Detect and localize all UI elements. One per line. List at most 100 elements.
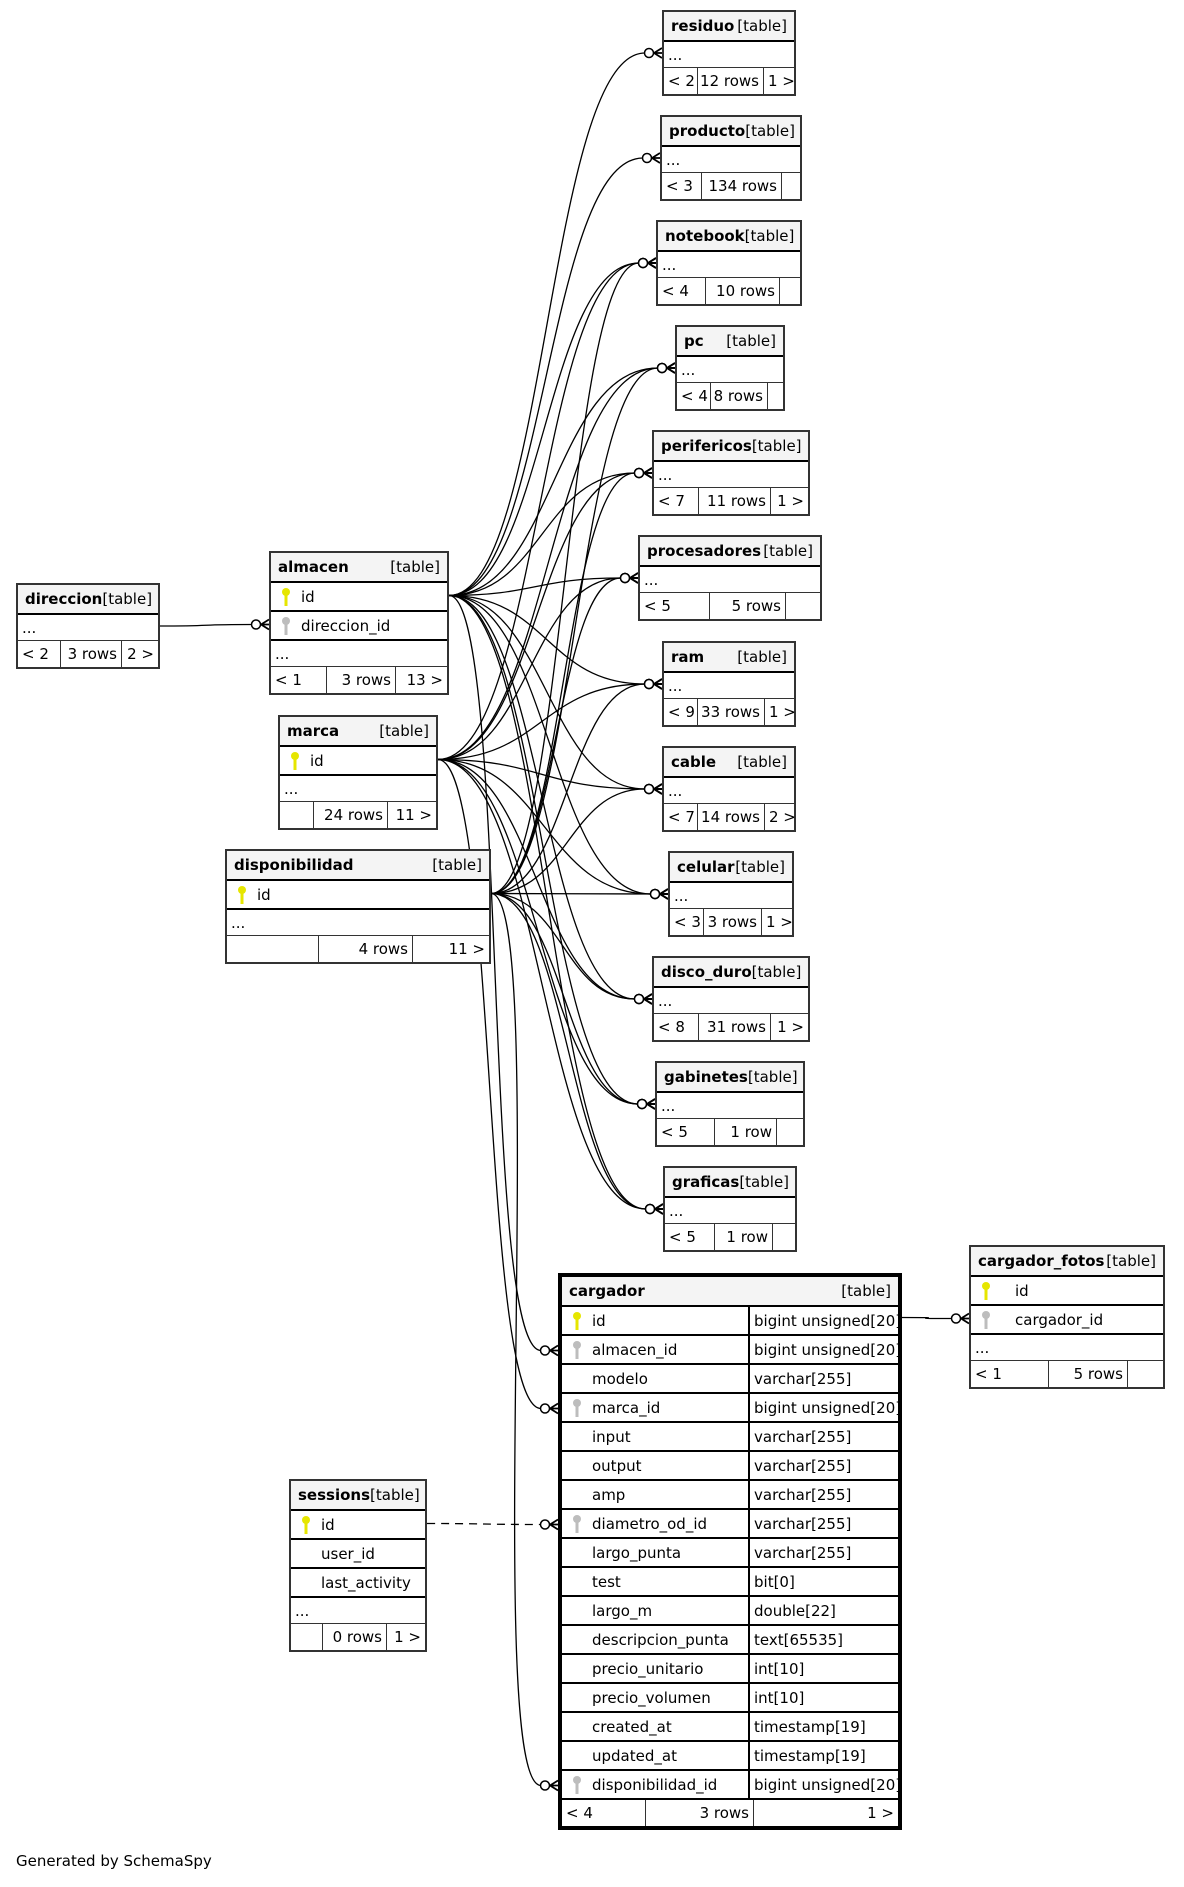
parents-count[interactable]: < 3 bbox=[670, 909, 704, 935]
table-header[interactable]: cargador[table] bbox=[562, 1277, 898, 1307]
parents-count[interactable]: < 7 bbox=[654, 488, 699, 514]
children-count[interactable] bbox=[1128, 1361, 1163, 1387]
parents-count[interactable]: < 8 bbox=[654, 1014, 699, 1040]
column-row[interactable]: last_activity bbox=[291, 1569, 425, 1598]
parents-count[interactable] bbox=[227, 936, 319, 962]
parents-count[interactable]: < 5 bbox=[665, 1224, 715, 1250]
parents-count[interactable]: < 5 bbox=[640, 593, 710, 619]
column-row[interactable]: id bbox=[971, 1277, 1163, 1306]
parents-count[interactable]: < 4 bbox=[658, 278, 706, 304]
children-count[interactable]: 11 > bbox=[395, 806, 432, 824]
children-count[interactable]: 1 > bbox=[768, 72, 795, 90]
column-row[interactable]: id bbox=[227, 881, 489, 910]
parents-count[interactable]: < 2 bbox=[664, 68, 698, 94]
table-header[interactable]: cargador_fotos[table] bbox=[971, 1247, 1163, 1277]
children-count[interactable]: 2 > bbox=[127, 645, 154, 663]
children-count[interactable]: 1 > bbox=[766, 913, 793, 931]
parents-count[interactable] bbox=[280, 802, 314, 828]
table-header[interactable]: residuo[table] bbox=[664, 12, 794, 42]
children-count[interactable] bbox=[768, 383, 783, 409]
table-header[interactable]: sessions[table] bbox=[291, 1481, 425, 1511]
table-header[interactable]: pc[table] bbox=[677, 327, 783, 357]
table-header[interactable]: celular[table] bbox=[670, 853, 792, 883]
children-count[interactable]: 1 > bbox=[769, 703, 796, 721]
table-header[interactable]: marca[table] bbox=[280, 717, 436, 747]
parents-count[interactable]: < 7 bbox=[664, 804, 698, 830]
children-count[interactable]: 1 > bbox=[777, 1018, 804, 1036]
children-count[interactable]: 1 > bbox=[777, 492, 804, 510]
table-header[interactable]: graficas[table] bbox=[665, 1168, 795, 1198]
column-row[interactable]: id bbox=[280, 747, 436, 776]
table-header[interactable]: direccion[table] bbox=[18, 585, 158, 615]
table-header[interactable]: perifericos[table] bbox=[654, 432, 808, 462]
children-count[interactable] bbox=[780, 278, 800, 304]
parents-count[interactable]: < 1 bbox=[971, 1361, 1049, 1387]
table-header[interactable]: producto[table] bbox=[662, 117, 800, 147]
children-count[interactable] bbox=[777, 1119, 803, 1145]
table-header[interactable]: gabinetes[table] bbox=[657, 1063, 803, 1093]
children-count[interactable] bbox=[773, 1224, 795, 1250]
column-row[interactable]: cargador_id bbox=[971, 1306, 1163, 1335]
parents-count[interactable]: < 9 bbox=[664, 699, 698, 725]
table-header[interactable]: almacen[table] bbox=[271, 553, 447, 583]
parents-count[interactable]: < 1 bbox=[271, 667, 327, 693]
children-count[interactable] bbox=[786, 593, 820, 619]
table-header[interactable]: ram[table] bbox=[664, 643, 794, 673]
table-header[interactable]: disponibilidad[table] bbox=[227, 851, 489, 881]
table-header[interactable]: disco_duro[table] bbox=[654, 958, 808, 988]
table-sessions[interactable]: sessions[table] id user_id last_activity… bbox=[289, 1479, 427, 1652]
table-header[interactable]: cable[table] bbox=[664, 748, 794, 778]
table-cargador-fotos[interactable]: cargador_fotos[table] id cargador_id ...… bbox=[969, 1245, 1165, 1389]
parents-count[interactable]: < 3 bbox=[662, 173, 702, 199]
children-count[interactable]: 11 > bbox=[448, 940, 485, 958]
children-count[interactable] bbox=[782, 173, 800, 199]
column-row[interactable]: user_id bbox=[291, 1540, 425, 1569]
children-count[interactable]: 2 > bbox=[769, 808, 796, 826]
parents-count[interactable]: < 5 bbox=[657, 1119, 715, 1145]
parents-count[interactable] bbox=[291, 1624, 323, 1650]
column-row[interactable]: id bbox=[271, 583, 447, 612]
parents-count[interactable]: < 2 bbox=[18, 641, 61, 667]
children-count[interactable]: 1 > bbox=[867, 1804, 894, 1822]
children-count[interactable]: 13 > bbox=[406, 671, 443, 689]
parents-count[interactable]: < 4 bbox=[677, 383, 711, 409]
children-count[interactable]: 1 > bbox=[394, 1628, 421, 1646]
table-header[interactable]: notebook[table] bbox=[658, 222, 800, 252]
column-row[interactable]: direccion_id bbox=[271, 612, 447, 641]
column-row[interactable]: id bbox=[291, 1511, 425, 1540]
parents-count[interactable]: < 4 bbox=[562, 1800, 646, 1826]
